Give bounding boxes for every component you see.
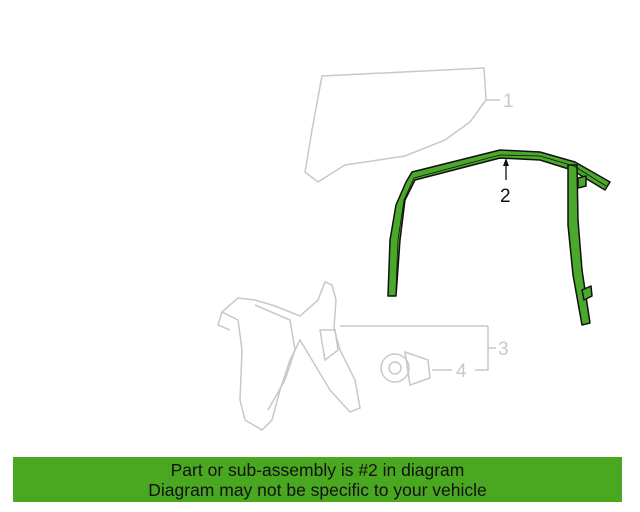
callout-bracket-3: [475, 326, 489, 371]
banner-line-1: Part or sub-assembly is #2 in diagram: [170, 460, 465, 480]
callout-3: 3: [498, 339, 509, 360]
banner-line-2: Diagram may not be specific to your vehi…: [148, 480, 487, 500]
callout-2: 2: [500, 186, 511, 207]
info-banner: Part or sub-assembly is #2 in diagram Di…: [13, 457, 622, 502]
window-regulator-part-3[interactable]: [217, 281, 361, 431]
door-glass-part-1[interactable]: [304, 67, 487, 183]
weatherstrip-part-2[interactable]: [387, 149, 611, 326]
window-motor-part-4[interactable]: [380, 350, 431, 387]
arrow-icon: [503, 158, 509, 166]
callout-1: 1: [503, 91, 514, 112]
callout-4: 4: [456, 361, 467, 382]
